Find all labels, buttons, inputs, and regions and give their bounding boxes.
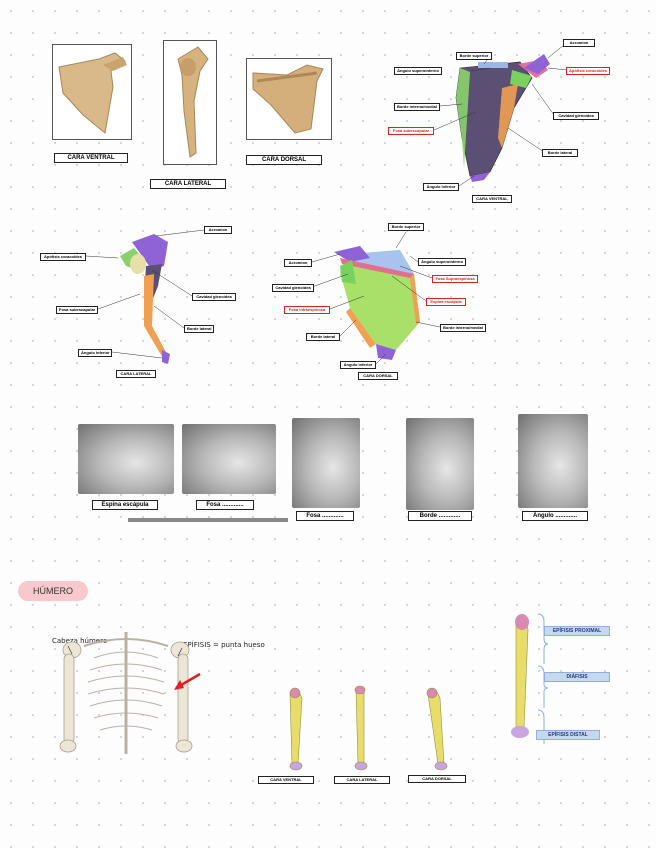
lateral-diagram-caption: CARA LATERAL [116,370,156,378]
palpation-photo-1 [78,424,174,494]
palpation-photo-2 [182,424,276,494]
dorsal-borde-superior-label: Borde superior [388,223,424,231]
epifisis-proximal-label: EPÍFISIS PROXIMAL [544,626,610,636]
scapula-dorsal-caption: CARA DORSAL [246,155,322,165]
dorsal-angulo-inferior-label: Ángulo inferior [340,361,376,369]
ventral-angulo-superointerno-label: Ángulo superointerno [394,67,442,75]
ventral-diagram-caption: CARA VENTRAL [472,195,512,203]
cabeza-humero-annotation: Cabeza húmero [52,637,108,645]
palpation-photo-4 [406,418,474,510]
humerus-view-ventral-caption: CARA VENTRAL [258,776,314,784]
palpation-label-2: Fosa ............. [196,500,254,510]
humerus-three-views [289,685,448,771]
scapula-ventral-photo-frame [52,44,132,140]
diafisis-label: DIÁFISIS [544,672,610,682]
skeleton-torso-illustration [59,632,193,754]
epifisis-annotation: EPÍFISIS = punta hueso [183,641,265,649]
dorsal-fosa-supraespinosa-label: Fosa Supraespinosa [432,275,478,283]
humerus-view-lateral-caption: CARA LATERAL [334,776,390,784]
ventral-angulo-inferior-label: Ángulo inferior [423,183,459,191]
dorsal-espina-escapula-label: Espina escápula [426,298,466,306]
dorsal-angulo-superointerno-label: Ángulo superointerno [418,258,466,266]
palpation-label-3: Fosa ............. [296,511,354,521]
humerus-view-dorsal-caption: CARA DORSAL [408,775,466,783]
palpation-photo-3 [292,418,360,508]
ventral-acromion-label: Acromion [563,39,595,47]
partial-photo-strip [128,518,288,522]
scapula-lateral-colored-diagram [120,234,170,364]
lateral-fosa-subescapular-label: Fosa subescapular [56,306,98,314]
lateral-cavidad-glenoidea-label: Cavidad glenoidea [192,293,236,301]
humerus-parts-illustration [511,613,549,744]
humero-title: HÚMERO [33,586,73,596]
palpation-photo-5 [518,414,588,508]
ventral-borde-superior-label: Borde superior [456,52,492,60]
palpation-label-1: Espina escápula [92,500,158,510]
palpation-label-4: Borde ............. [408,511,472,521]
scapula-dorsal-photo-frame [246,58,332,140]
scapula-ventral-illustration [58,52,127,134]
scapula-lateral-photo-frame [163,40,217,165]
scapula-lateral-caption: CARA LATERAL [150,179,226,189]
dorsal-cavidad-glenoidea-label: Cavidad glenoidea [272,284,314,292]
ventral-fosa-subescapular-label: Fosa subescapular [388,127,434,135]
scapula-ventral-caption: CARA VENTRAL [54,153,128,163]
dorsal-fosa-infraespinosa-label: Fosa infraespinosa [284,306,330,314]
scapula-ventral-colored-diagram [455,54,550,182]
lateral-apofisis-coracoides-label: Apófisis coracoides [40,253,86,261]
dorsal-acromion-label: Acromion [284,259,312,267]
scapula-dorsal-illustration [252,64,324,134]
lateral-angulo-inferior-label: Ángulo inferior [78,349,112,357]
dorsal-borde-interno-label: Borde interno/medial [440,324,486,332]
scapula-lateral-illustration [177,46,209,158]
dorsal-borde-lateral-label: Borde lateral [306,333,340,341]
ventral-borde-lateral-label: Borde lateral [542,149,578,157]
dorsal-diagram-caption: CARA DORSAL [358,372,398,380]
epifisis-distal-label: EPÍFISIS DISTAL [536,730,600,740]
palpation-label-5: Ángulo ............. [522,511,588,521]
lateral-borde-lateral-label: Borde lateral [184,325,214,333]
humero-title-badge: HÚMERO [18,581,88,601]
ventral-borde-interno-label: Borde interno/medial [394,103,440,111]
ventral-apofisis-coracoides-label: Apófisis coracoides [566,67,610,75]
ventral-cavidad-glenoidea-label: Cavidad glenoidea [553,112,599,120]
lateral-acromion-label: Acromion [204,226,232,234]
